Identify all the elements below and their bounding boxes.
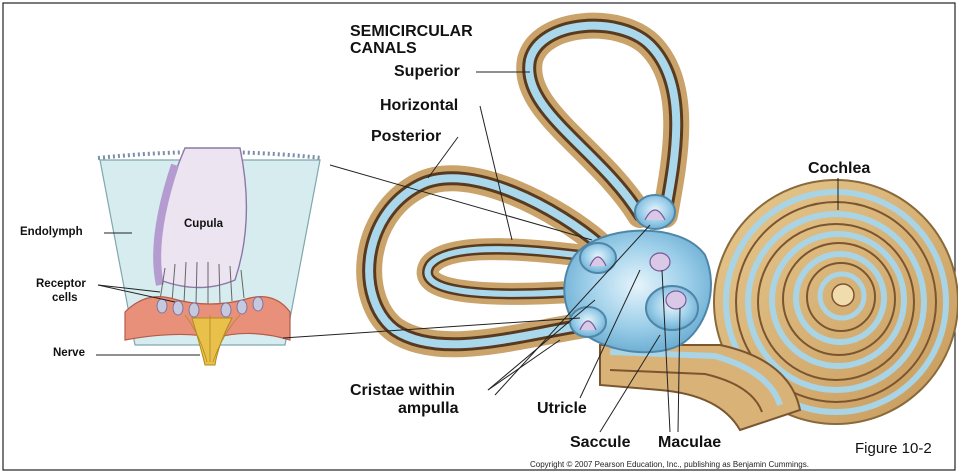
- label-cochlea: Cochlea: [808, 160, 870, 178]
- label-cupula: Cupula: [184, 218, 223, 230]
- label-maculae: Maculae: [658, 434, 721, 452]
- ampulla-posterior: [570, 307, 606, 337]
- figure-caption: Figure 10-2: [855, 440, 932, 457]
- label-endolymph: Endolymph: [20, 226, 83, 238]
- macula-utricle: [650, 253, 670, 271]
- superior-canal: [529, 26, 676, 215]
- copyright-notice: Copyright © 2007 Pearson Education, Inc.…: [530, 460, 809, 469]
- label-horizontal: Horizontal: [380, 97, 458, 115]
- label-nerve: Nerve: [53, 347, 85, 359]
- macula-saccule: [666, 291, 686, 309]
- label-utricle: Utricle: [537, 400, 587, 418]
- label-receptor-2: cells: [52, 292, 78, 304]
- label-saccule: Saccule: [570, 434, 630, 452]
- label-superior: Superior: [394, 63, 460, 81]
- ampulla-superior: [635, 195, 675, 229]
- crista-inset: [98, 148, 322, 365]
- label-receptor-1: Receptor: [36, 278, 86, 290]
- label-cristae-1: Cristae within: [350, 382, 455, 400]
- label-posterior: Posterior: [371, 128, 441, 146]
- label-cristae-2: ampulla: [398, 400, 458, 418]
- title-line-1: SEMICIRCULAR: [350, 23, 473, 40]
- title-line-2: CANALS: [350, 40, 417, 57]
